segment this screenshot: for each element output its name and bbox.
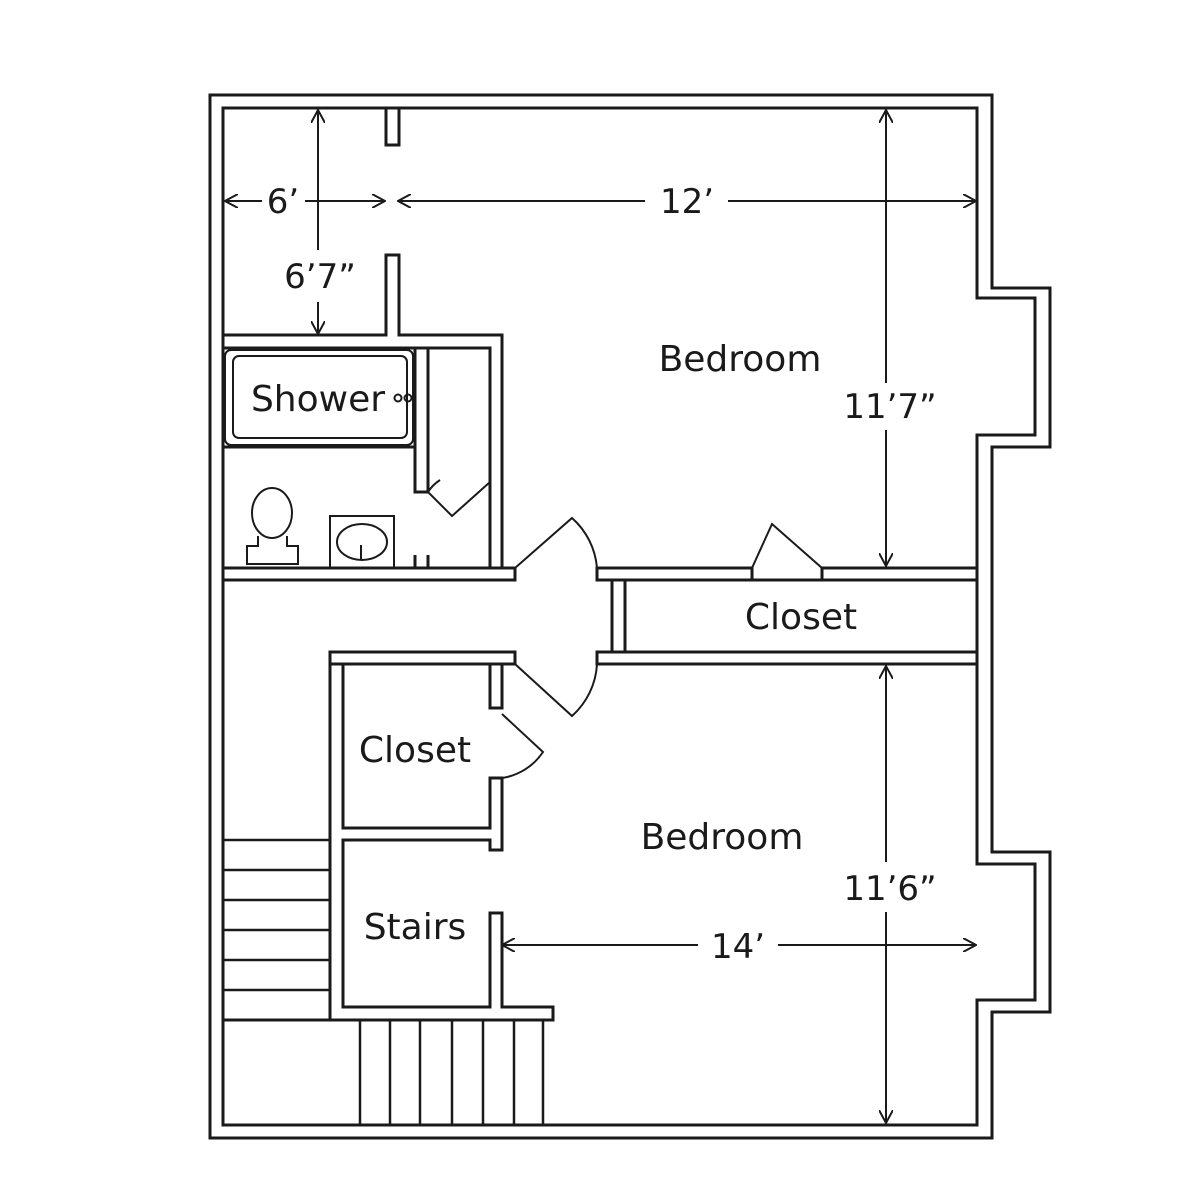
outer-wall: [208, 93, 1052, 1140]
shower-label: Shower: [251, 379, 385, 420]
door-swing-icon: [427, 479, 823, 779]
toilet-icon: [246, 487, 299, 565]
closet-lower-label: Closet: [359, 730, 471, 771]
bath-width-label: 6’: [267, 182, 299, 222]
bedroom-upper-width-label: 12’: [660, 182, 714, 222]
bathtub-icon: [224, 349, 414, 446]
dimension-lines: [225, 110, 976, 1123]
bath-depth-label: 6’7”: [284, 257, 356, 297]
bath-walls: [223, 108, 504, 570]
closet-stairs-walls: [223, 652, 555, 1022]
bedroom-upper-depth-label: 11’7”: [843, 387, 936, 427]
stairs-label: Stairs: [364, 907, 467, 948]
closet-hall-label: Closet: [745, 597, 857, 638]
hallway-walls: [223, 566, 979, 666]
sink-icon: [329, 515, 395, 569]
bedroom-lower-width-label: 14’: [711, 927, 765, 967]
stair-treads: [223, 838, 545, 1125]
bedroom-upper-label: Bedroom: [659, 339, 822, 380]
bedroom-lower-label: Bedroom: [641, 817, 804, 858]
bedroom-lower-depth-label: 11’6”: [843, 869, 936, 909]
